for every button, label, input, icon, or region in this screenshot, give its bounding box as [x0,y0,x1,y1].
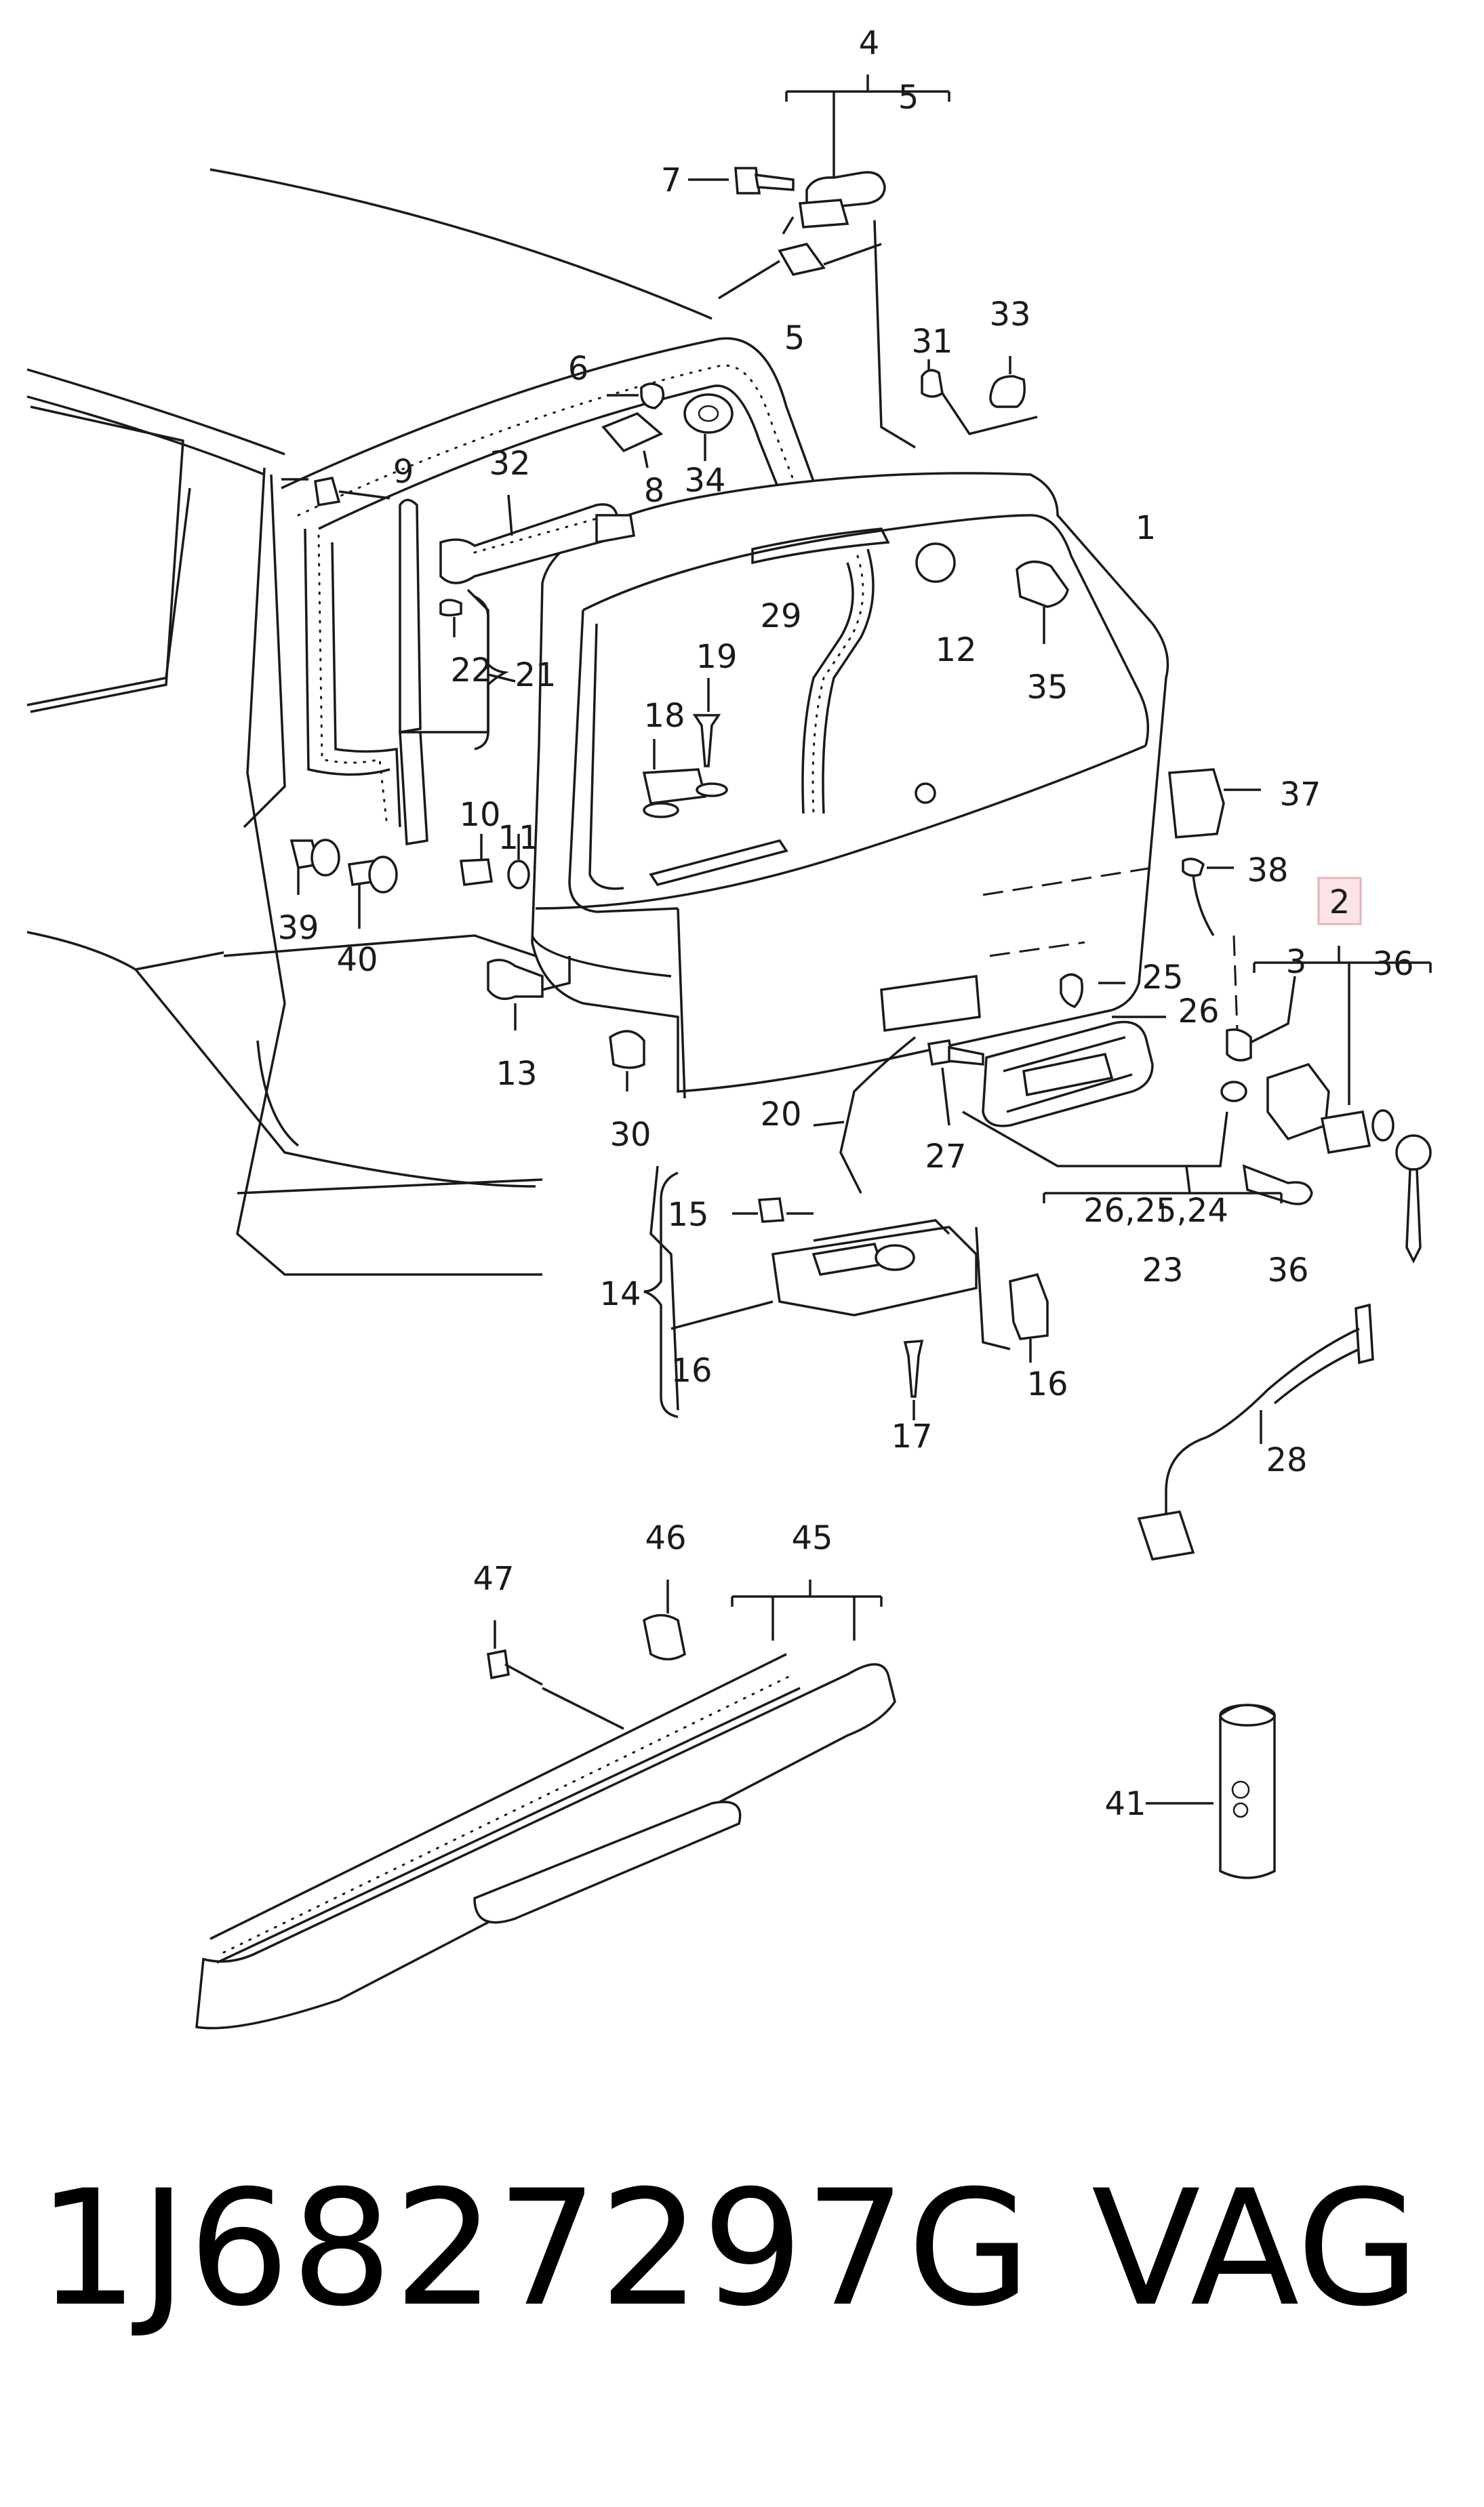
wiring-harness [1137,1303,1374,1561]
label-47: 47 [473,1560,514,1598]
lower-left-hardware [289,834,645,1091]
label-36: 36 [1267,1251,1308,1289]
label-45: 45 [791,1519,833,1557]
label-46: 46 [645,1519,686,1557]
label-12: 12 [935,631,976,669]
part-number: 1J6827297G [37,2157,1032,2342]
label-20: 20 [760,1096,801,1134]
label-34: 34 [684,462,725,500]
label-13: 13 [496,1055,537,1093]
label-9: 9 [393,453,414,491]
right-upper-hardware [1016,560,1261,1031]
label-10: 10 [459,796,500,834]
label-17: 17 [891,1418,932,1456]
car-body-outline [26,168,713,1276]
handle-assembly [927,973,1283,1220]
lock-cylinder-assembly [1220,877,1432,1264]
label-6: 6 [568,350,589,388]
label-30: 30 [609,1116,651,1154]
label-18: 18 [643,697,685,735]
label-8: 8 [644,472,665,510]
label-38: 38 [1247,851,1288,889]
label-1: 1 [1136,509,1157,547]
label-22: 22 [450,651,492,689]
label-39: 39 [277,909,319,947]
label-19: 19 [696,638,737,676]
rear-spoiler [195,1580,896,2030]
label-5: 5 [784,319,805,357]
label-11: 11 [498,819,539,857]
label-33: 33 [989,296,1030,334]
label-26: 26 [1178,992,1219,1030]
label-37: 37 [1279,776,1321,814]
label-27: 27 [925,1138,966,1176]
label-14: 14 [599,1275,641,1313]
lock-mechanism [649,1036,1049,1420]
label-28: 28 [1266,1441,1307,1479]
brand-name: VAG [1091,2157,1420,2342]
label-32: 32 [489,445,530,483]
label-2: 2 [1329,883,1350,921]
tailgate [531,472,1169,1099]
label-16-left: 16 [670,1352,712,1390]
hinge-assembly [688,75,950,449]
label-7: 7 [661,161,682,199]
label-15: 15 [667,1196,708,1234]
label-25: 25 [1142,959,1183,997]
highlight-box [1317,877,1362,925]
label-35: 35 [1026,668,1068,706]
label-3: 3 [1286,943,1307,981]
stop-and-screw [642,678,788,887]
label-16-right: 16 [1026,1365,1068,1403]
label-4: 4 [859,24,880,62]
seal-strip [281,337,815,828]
bracket-14 [643,1171,679,1418]
label-23: 23 [1142,1251,1183,1289]
label-41: 41 [1104,1785,1146,1823]
touch-up-paint-can [1146,1704,1276,1879]
label-31: 31 [911,323,952,361]
label-21: 21 [515,656,556,694]
label-40: 40 [336,941,378,979]
label-5-top: 5 [898,79,919,117]
label-26-25-24: 26,25,24 [1083,1192,1228,1230]
bracket-21 [474,595,509,750]
callout-labels: 4 5 7 5 31 33 6 8 34 9 32 1 29 12 35 22 … [277,24,1413,1823]
label-29: 29 [760,597,801,635]
label-36-top: 36 [1372,945,1413,983]
small-hardware [281,356,1038,846]
